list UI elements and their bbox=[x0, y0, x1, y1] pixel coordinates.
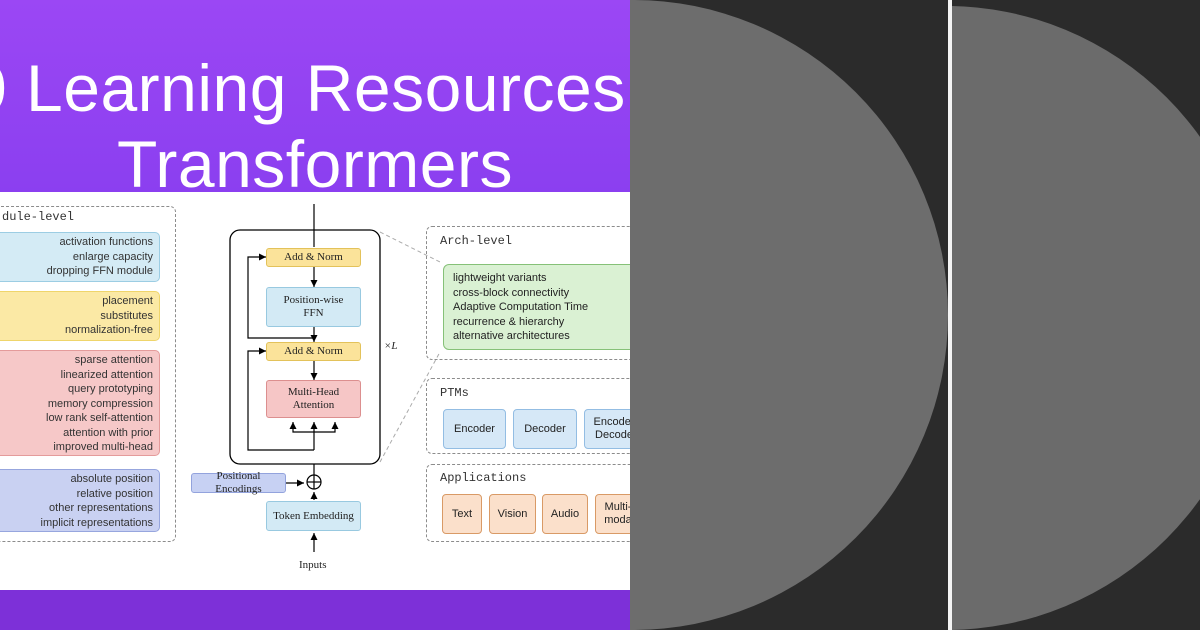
card-title-line-1: 0 Learning Resources f bbox=[0, 51, 630, 125]
chip-line-2: moda bbox=[604, 514, 630, 526]
card-header: 0 Learning Resources f Transformers bbox=[0, 0, 630, 192]
token-embedding-block: Token Embedding bbox=[266, 501, 361, 531]
arch-item: cross-block connectivity bbox=[453, 286, 570, 299]
multi-head-attention-block: Multi-Head Attention bbox=[266, 380, 361, 418]
position-variants-panel: absolute position relative position othe… bbox=[0, 469, 160, 532]
panel-item: relative position bbox=[76, 487, 153, 500]
card-footer bbox=[0, 590, 630, 630]
diagram-connectors bbox=[229, 204, 441, 552]
arch-level-list: lightweight variants cross-block connect… bbox=[443, 264, 630, 350]
panel-item: low rank self-attention bbox=[46, 412, 153, 424]
app-text-chip: Text bbox=[442, 494, 482, 534]
positional-encodings-block: Positional Encodings bbox=[191, 470, 286, 495]
panel-item: other representations bbox=[49, 502, 153, 514]
ptm-decoder-chip: Decoder bbox=[513, 409, 577, 449]
arch-item: Adaptive Computation Time bbox=[453, 301, 589, 313]
card-title: 0 Learning Resources f Transformers bbox=[0, 50, 630, 192]
panel-item: placement bbox=[102, 295, 153, 307]
app-audio-chip: Audio bbox=[542, 494, 588, 534]
attention-label-line-1: Multi-Head bbox=[287, 386, 340, 398]
position-wise-ffn-block: Position-wise FFN bbox=[266, 287, 361, 327]
panel-item: memory compression bbox=[47, 397, 153, 410]
chip-line-1: Encoder bbox=[593, 416, 631, 428]
attention-label-line-2: Attention bbox=[292, 399, 335, 411]
ffn-label-line-1: Position-wise bbox=[283, 294, 344, 306]
ptm-encoder-decoder-chip: Encoder Decode bbox=[584, 409, 630, 449]
panel-item: query prototyping bbox=[68, 383, 153, 395]
placeholder-pane-1 bbox=[630, 0, 950, 630]
card-title-line-2: Transformers bbox=[117, 127, 513, 192]
panel-item: attention with prior bbox=[63, 426, 153, 439]
add-norm-bottom-block: Add & Norm bbox=[266, 342, 361, 361]
panel-item: dropping FFN module bbox=[46, 265, 153, 277]
ptms-title: PTMs bbox=[440, 386, 469, 400]
chip-line-1: Multi- bbox=[604, 501, 630, 513]
inputs-label: Inputs bbox=[299, 559, 327, 571]
module-level-title: dule-level bbox=[2, 210, 75, 224]
placeholder-circle-1 bbox=[630, 0, 948, 630]
applications-title: Applications bbox=[440, 471, 527, 485]
app-vision-chip: Vision bbox=[489, 494, 536, 534]
panel-item: activation functions bbox=[59, 236, 153, 248]
pane-divider bbox=[948, 0, 952, 630]
ffn-variants-panel: activation functions enlarge capacity dr… bbox=[0, 232, 160, 282]
panel-item: linearized attention bbox=[60, 368, 153, 381]
panel-item: substitutes bbox=[100, 309, 153, 322]
panel-item: normalization-free bbox=[64, 324, 153, 336]
chip-line-2: Decode bbox=[595, 429, 630, 441]
arch-item: alternative architectures bbox=[453, 330, 570, 342]
placeholder-circle-2 bbox=[952, 6, 1200, 630]
app-multimodal-chip: Multi- moda bbox=[595, 494, 630, 534]
panel-item: enlarge capacity bbox=[72, 250, 153, 263]
arch-item: recurrence & hierarchy bbox=[453, 315, 565, 328]
attention-variants-panel: sparse attention linearized attention qu… bbox=[0, 350, 160, 456]
repeat-label: ×L bbox=[384, 340, 398, 352]
add-norm-top-block: Add & Norm bbox=[266, 248, 361, 267]
ptm-encoder-chip: Encoder bbox=[443, 409, 506, 449]
panel-item: improved multi-head bbox=[53, 441, 153, 453]
taxonomy-diagram: dule-level activation functions enlarge … bbox=[0, 192, 630, 590]
panel-item: implicit representations bbox=[40, 516, 154, 529]
arch-item: lightweight variants bbox=[453, 272, 547, 284]
article-card[interactable]: 0 Learning Resources f Transformers bbox=[0, 0, 630, 630]
ptms-section bbox=[426, 378, 630, 454]
panel-item: sparse attention bbox=[74, 354, 153, 366]
norm-variants-panel: placement substitutes normalization-free bbox=[0, 291, 160, 341]
ffn-label-line-2: FFN bbox=[303, 307, 324, 319]
arch-level-title: Arch-level bbox=[440, 234, 513, 248]
placeholder-pane-2 bbox=[952, 0, 1200, 630]
arch-level-section bbox=[426, 226, 630, 360]
panel-item: absolute position bbox=[70, 473, 153, 485]
applications-section bbox=[426, 464, 630, 542]
module-level-section bbox=[0, 206, 176, 542]
